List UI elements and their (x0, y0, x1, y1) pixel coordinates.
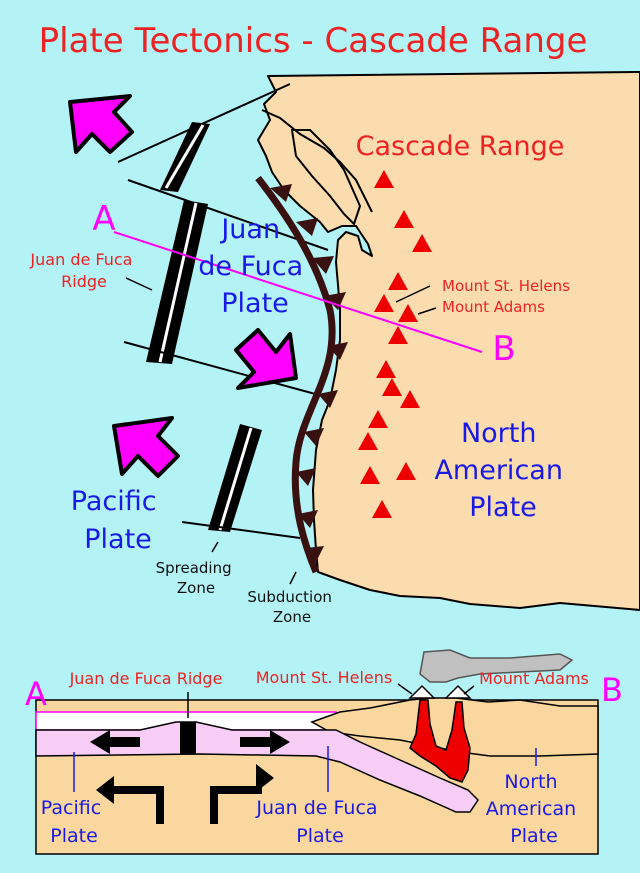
spreading-zone-line-2: Zone (177, 579, 215, 597)
juan-de-fuca-plate-label: Juan de Fuca Plate (198, 214, 311, 319)
adams-cone (444, 684, 472, 699)
convection-arrowhead-left (96, 776, 114, 804)
point-a-label: A (92, 199, 115, 239)
xs-st-helens-leader (397, 683, 413, 695)
xs-mount-st-helens-label: Mount St. Helens (256, 668, 392, 687)
xs-adams-leader (463, 685, 475, 695)
pacific-plate-line-1: Pacific (71, 486, 157, 517)
st-helens-leader (395, 285, 431, 303)
point-b-label: B (492, 329, 515, 369)
jdf-ridge-leader (125, 277, 153, 291)
ash-plume (419, 649, 574, 683)
xs-point-a: A (25, 675, 47, 713)
subduction-zone (255, 175, 348, 574)
xs-jdf-plate-label: Juan de Fuca Plate (255, 797, 383, 847)
xs-juan-de-fuca-ridge-label: Juan de Fuca Ridge (69, 669, 223, 688)
xs-na-plate-label: North American Plate (486, 771, 582, 847)
xs-pacific-line-1: Pacific (41, 797, 101, 819)
olympic-peninsula (290, 129, 362, 226)
xs-jdf-line-2: Plate (296, 825, 344, 847)
jdf-ridge-line-1: Juan de Fuca (29, 250, 132, 269)
jdf-plate-line-3: Plate (221, 288, 289, 319)
cascade-volcanoes (358, 170, 432, 518)
pacific-plate-line-2: Plate (84, 524, 152, 555)
vancouver-island-edge (261, 109, 373, 213)
xs-na-line-3: Plate (510, 825, 558, 847)
juan-de-fuca-ridge-label: Juan de Fuca Ridge (29, 250, 137, 291)
spreading-ridge (117, 83, 331, 539)
na-plate-line-1: North (461, 418, 537, 449)
xs-point-b: B (601, 671, 623, 709)
spreading-zone-label: Spreading Zone (156, 559, 237, 597)
spreading-zone-leader (211, 541, 219, 553)
cross-section (35, 649, 599, 855)
na-plate-line-3: Plate (469, 492, 537, 523)
ridge-block (180, 722, 196, 754)
cascade-range-label: Cascade Range (356, 131, 565, 162)
xs-na-line-2: American (486, 798, 576, 820)
pacific-plate-label: Pacific Plate (71, 486, 165, 555)
jdf-plate-line-2: de Fuca (198, 251, 303, 282)
subduction-zone-label: Subduction Zone (247, 588, 336, 626)
spreading-zone-line-1: Spreading (156, 559, 232, 577)
subduction-zone-line-2: Zone (273, 608, 311, 626)
xs-mount-adams-label: Mount Adams (479, 669, 589, 688)
adams-leader (417, 307, 437, 315)
subduction-zone-line-1: Subduction (247, 588, 332, 606)
jdf-ridge-line-2: Ridge (61, 272, 107, 291)
xs-pacific-plate-label: Pacific Plate (41, 797, 107, 847)
jdf-plate-line-1: Juan (219, 214, 280, 245)
subduction-zone-leader (289, 571, 297, 585)
magma-chamber (409, 699, 471, 783)
convection-arrow-right (210, 786, 262, 824)
st-helens-cone (408, 684, 436, 699)
arrow-nw-juan (68, 94, 134, 154)
na-plate-line-2: American (434, 455, 563, 486)
xs-pacific-line-2: Plate (50, 825, 98, 847)
convection-arrowhead-right (256, 764, 274, 792)
arrow-left-plate (90, 730, 140, 754)
arrow-nw-pacific (112, 416, 180, 478)
oceanic-plate (35, 721, 479, 813)
convection-arrow-left (108, 786, 164, 824)
page-title: Plate Tectonics - Cascade Range (39, 21, 588, 61)
xs-jdf-line-1: Juan de Fuca (255, 797, 377, 819)
arrow-se-juan (234, 328, 298, 390)
xs-na-line-1: North (504, 771, 557, 793)
north-american-plate-label: North American Plate (434, 418, 571, 523)
section-line-ab (113, 231, 483, 353)
mount-st-helens-label: Mount St. Helens (442, 277, 570, 295)
mount-adams-label: Mount Adams (442, 298, 545, 316)
arrow-right-plate (240, 730, 290, 754)
